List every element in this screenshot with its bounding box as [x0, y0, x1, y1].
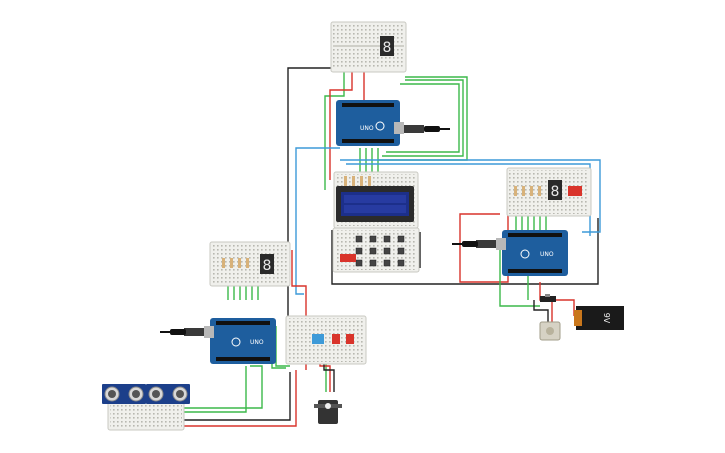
breadboard-top[interactable]: [330, 21, 407, 73]
battery-9v-icon[interactable]: 9V: [574, 306, 624, 330]
servo-motor-icon[interactable]: [314, 400, 342, 424]
push-button[interactable]: [397, 235, 405, 243]
ultrasonic-sensor-1[interactable]: [102, 384, 146, 404]
slide-switch-icon[interactable]: [568, 186, 582, 196]
breadboard-bottom-left[interactable]: [107, 401, 185, 431]
wire-black[interactable]: [533, 300, 549, 324]
arduino-brand-label: UNO: [250, 339, 264, 346]
push-button[interactable]: [369, 247, 377, 255]
slide-switch-icon[interactable]: [332, 334, 340, 344]
lcd-pixels: [344, 195, 406, 213]
breadboard-mid[interactable]: [285, 315, 367, 365]
wire-blue[interactable]: [295, 147, 340, 295]
wire-red[interactable]: [539, 282, 575, 316]
push-button[interactable]: [355, 259, 363, 267]
usb-cable-icon[interactable]: [404, 125, 450, 133]
push-button[interactable]: [383, 259, 391, 267]
arduino-brand-label: UNO: [360, 125, 374, 132]
blue-sensor[interactable]: [312, 334, 324, 344]
arduino-brand-label: UNO: [540, 251, 554, 258]
usb-cable-icon[interactable]: [160, 328, 204, 336]
red-switch[interactable]: [340, 254, 356, 262]
seven-seg-digit: 8: [263, 258, 272, 274]
arduino-logo-icon: [375, 121, 385, 131]
push-button[interactable]: [397, 247, 405, 255]
wire-red[interactable]: [329, 70, 353, 180]
seven-segment-display-top[interactable]: 8: [380, 36, 394, 56]
seven-seg-digit: 8: [551, 184, 560, 200]
arduino-logo-icon: [520, 249, 530, 259]
push-button[interactable]: [383, 235, 391, 243]
push-button[interactable]: [355, 247, 363, 255]
wire-green[interactable]: [382, 79, 464, 157]
wire-green[interactable]: [120, 365, 263, 409]
wire-green[interactable]: [499, 248, 540, 307]
lcd-display[interactable]: [336, 186, 414, 222]
arduino-left[interactable]: UNO: [204, 318, 276, 364]
resistors: [222, 176, 541, 268]
arduino-top[interactable]: UNO: [336, 100, 404, 146]
seven-seg-digit: 8: [383, 40, 392, 56]
arduino-right[interactable]: UNO: [496, 230, 568, 276]
wire-green[interactable]: [324, 70, 345, 190]
push-button[interactable]: [383, 247, 391, 255]
slide-switch-icon[interactable]: [346, 334, 354, 344]
slide-switch-icon[interactable]: [540, 294, 556, 302]
push-button[interactable]: [369, 259, 377, 267]
wire-blue[interactable]: [340, 159, 601, 233]
wire-black[interactable]: [287, 67, 332, 320]
wire-red[interactable]: [459, 190, 509, 283]
push-button[interactable]: [397, 259, 405, 267]
push-button[interactable]: [355, 235, 363, 243]
seven-segment-display-mid-left[interactable]: 8: [260, 254, 274, 274]
dc-motor-icon[interactable]: [539, 321, 561, 341]
battery-label: 9V: [602, 313, 611, 324]
arduino-logo-icon: [231, 337, 241, 347]
red-switches[interactable]: [312, 186, 582, 344]
ultrasonic-sensor-2[interactable]: [146, 384, 190, 404]
wire-black[interactable]: [331, 218, 599, 285]
breadboard-mid-left[interactable]: [209, 241, 291, 287]
wire-green[interactable]: [386, 83, 460, 153]
seven-segment-display-right[interactable]: 8: [548, 180, 562, 200]
usb-cable-icon[interactable]: [452, 240, 496, 248]
push-button-grid[interactable]: [340, 235, 405, 267]
push-button[interactable]: [369, 235, 377, 243]
